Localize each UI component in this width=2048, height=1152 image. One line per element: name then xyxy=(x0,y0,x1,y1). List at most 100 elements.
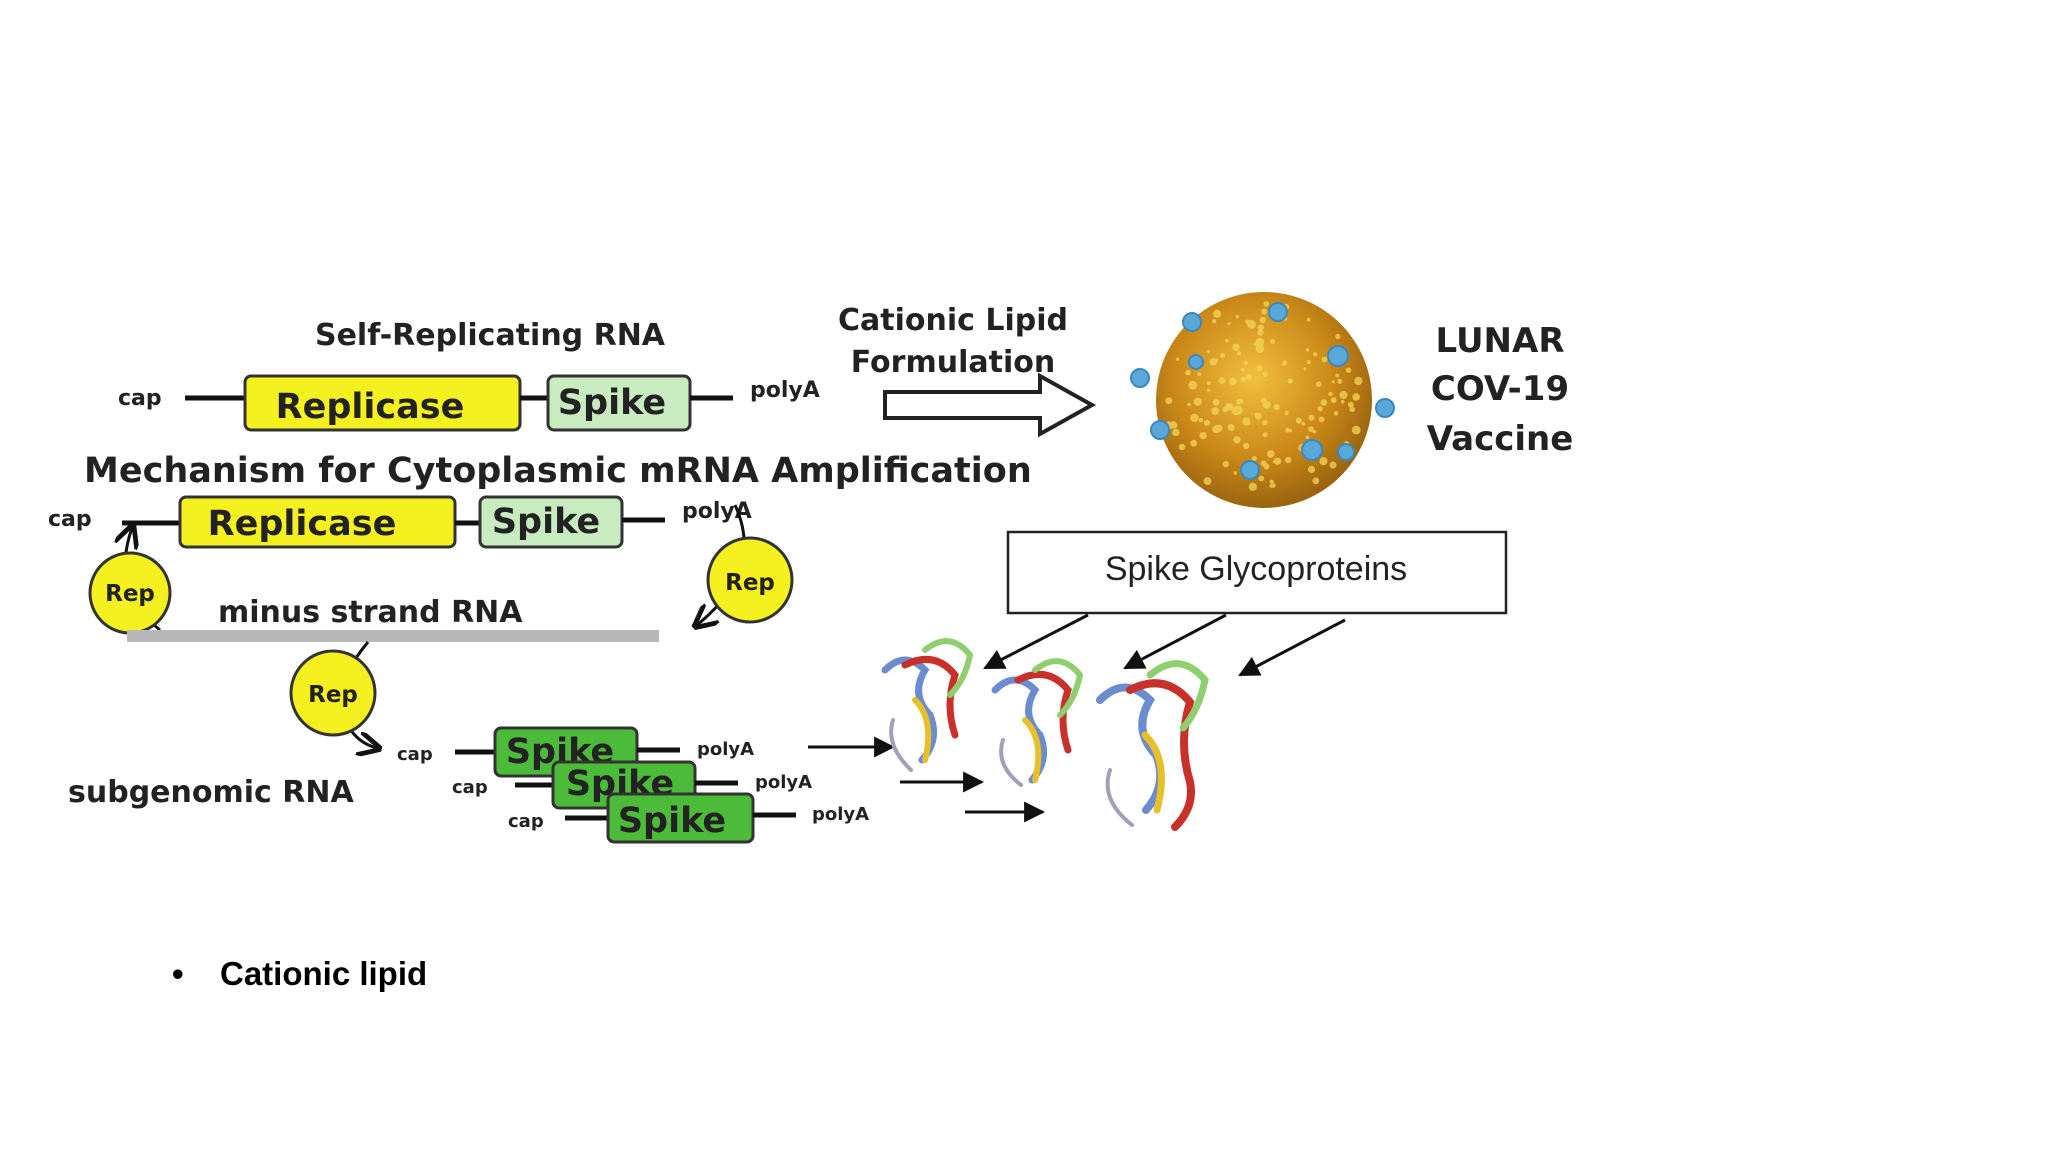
spike-label: Spike xyxy=(618,801,726,841)
particle-speckle xyxy=(1331,380,1335,384)
particle-speckle xyxy=(1266,450,1275,458)
particle-speckle xyxy=(1259,316,1266,324)
particle-speckle xyxy=(1235,314,1240,319)
particle-speckle xyxy=(1222,406,1229,413)
particle-speckle xyxy=(1308,426,1314,432)
particle-speckle xyxy=(1227,424,1235,431)
particle-speckle xyxy=(1234,405,1243,415)
polya-label: polyA xyxy=(750,378,820,403)
particle-speckle xyxy=(1213,309,1222,318)
subgenomic-copy-3: cap Spike polyA xyxy=(508,792,869,844)
particle-speckle xyxy=(1260,460,1267,467)
particle-speckle xyxy=(1220,353,1225,358)
particle-speckle xyxy=(1254,412,1258,417)
rep-label-right: Rep xyxy=(725,570,775,596)
particle-speckle xyxy=(1243,442,1250,449)
particle-speckle xyxy=(1199,432,1207,440)
particle-speckle xyxy=(1172,428,1180,437)
replicase-label: Replicase xyxy=(276,387,465,427)
particle-speckle xyxy=(1206,349,1211,354)
cap-label: cap xyxy=(452,777,488,798)
particle-speckle xyxy=(1218,377,1226,384)
particle-speckle xyxy=(1261,308,1268,315)
top-construct: cap Replicase Spike polyA xyxy=(118,374,820,432)
particle-speckle xyxy=(1245,373,1252,380)
particle-speckle xyxy=(1312,429,1317,434)
particle-speckle xyxy=(1269,338,1276,344)
particle-speckle xyxy=(1233,436,1241,444)
spike-box xyxy=(546,374,692,432)
formulation-label-1: Cationic Lipid xyxy=(838,303,1068,338)
particle-speckle xyxy=(1203,419,1211,426)
particle-speckle xyxy=(1295,417,1302,424)
particle-speckle xyxy=(1285,456,1292,464)
spike-protein-structure-2-icon xyxy=(991,658,1084,787)
cap-label: cap xyxy=(48,507,92,532)
particle-speckle xyxy=(1251,456,1257,462)
particle-speckle xyxy=(1274,457,1282,465)
particle-speckle xyxy=(1172,421,1176,425)
particle-speckle xyxy=(1352,393,1360,401)
particle-speckle xyxy=(1347,401,1354,408)
particle-speckle xyxy=(1328,391,1333,397)
particle-speckle xyxy=(1255,344,1265,353)
particle-speckle xyxy=(1321,356,1328,363)
particle-speckle xyxy=(1212,399,1220,406)
replicase-label: Replicase xyxy=(208,504,397,544)
particle-speckle xyxy=(1247,319,1256,329)
particle-speckle xyxy=(1305,348,1310,352)
vaccine-label-1: LUNAR xyxy=(1435,321,1564,361)
formulation-arrow xyxy=(883,372,1097,438)
particle-speckle xyxy=(1345,367,1352,373)
particle-speckle xyxy=(1256,365,1263,372)
particle-speckle xyxy=(1175,357,1180,361)
particle-speckle xyxy=(1240,376,1246,383)
particle-speckle xyxy=(1354,376,1363,386)
vaccine-label-3: Vaccine xyxy=(1427,419,1574,459)
particle-speckle xyxy=(1301,421,1306,426)
particle-speckle xyxy=(1330,397,1337,403)
particle-speckle xyxy=(1207,381,1211,386)
particle-speckle xyxy=(1242,417,1251,426)
replicase-box xyxy=(243,374,522,432)
particle-speckle xyxy=(1329,461,1337,469)
particle-speckle xyxy=(1203,477,1212,485)
polya-label: polyA xyxy=(755,772,812,793)
particle-speckle xyxy=(1320,399,1328,406)
particle-speckle xyxy=(1227,322,1231,326)
particle-speckle xyxy=(1187,402,1191,407)
self-replicating-title: Self-Replicating RNA xyxy=(315,318,666,353)
particle-speckle xyxy=(1319,457,1328,466)
minus-strand-label: minus strand RNA xyxy=(218,595,523,630)
particle-speckle xyxy=(1232,343,1240,351)
particle-speckle xyxy=(1236,399,1242,405)
particle-speckle xyxy=(1229,377,1237,385)
spike-label: Spike xyxy=(558,383,666,423)
particle-speckle xyxy=(1305,435,1310,440)
cap-label: cap xyxy=(397,744,433,765)
mechanism-title: Mechanism for Cytoplasmic mRNA Amplifica… xyxy=(84,451,1032,491)
particle-speckle xyxy=(1307,465,1316,473)
polya-label: polyA xyxy=(697,739,754,760)
bullet-dot: • xyxy=(172,955,184,992)
particle-speckle xyxy=(1197,372,1202,377)
particle-speckle xyxy=(1212,319,1217,324)
particle-speckle xyxy=(1284,410,1289,416)
particle-speckle xyxy=(1270,483,1276,488)
cap-label: cap xyxy=(508,811,544,832)
particle-speckle xyxy=(1165,397,1173,405)
particle-speckle xyxy=(1281,360,1287,366)
mechanism-construct: cap Replicase Spike polyA xyxy=(48,495,752,549)
spike-glycoproteins-box xyxy=(1006,530,1508,615)
particle-speckle xyxy=(1211,407,1219,415)
particle-speckle xyxy=(1237,351,1241,356)
particle-speckle xyxy=(1257,329,1264,336)
particle-speckle xyxy=(1308,414,1315,421)
bullet-item: •Cationic lipid xyxy=(172,955,427,993)
particle-speckle xyxy=(1272,460,1277,464)
spike-glycoproteins-label: Spike Glycoproteins xyxy=(1105,550,1407,588)
particle-speckle xyxy=(1178,443,1186,451)
particle-speckle xyxy=(1306,359,1312,365)
rep-label-bottom: Rep xyxy=(308,682,358,708)
